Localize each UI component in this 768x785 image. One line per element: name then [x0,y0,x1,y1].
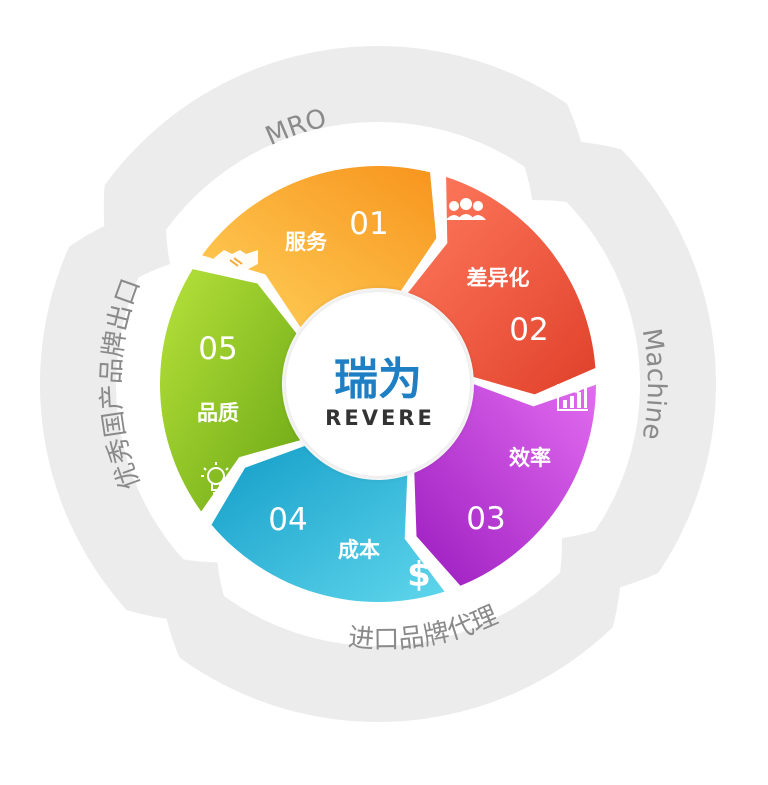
center-logo-circle [286,292,470,476]
segment-02-differentiation [408,176,596,395]
lightbulb-icon [201,462,231,494]
segment-03-number: 03 [466,501,505,537]
segment-01-number: 01 [349,206,388,242]
segment-02-label: 差异化 [467,266,530,290]
segment-03-label: 效率 [509,446,551,470]
segment-05-number: 05 [198,331,237,367]
bar-chart-icon [557,383,588,411]
segment-04-number: 04 [268,502,307,538]
outer-label-right: Machine [636,326,671,442]
segment-04-label: 成本 [338,538,380,562]
segment-02-number: 02 [509,312,548,348]
brand-name-english: REVERE [325,406,435,430]
segment-04-cost [211,446,445,603]
segment-01-label: 服务 [285,230,328,254]
brand-name-chinese: 瑞为 [334,354,422,405]
handshake-icon [214,250,258,274]
segment-05-quality [159,269,301,512]
segment-05-label: 品质 [197,401,239,425]
dollar-icon: $ [407,555,431,595]
users-icon [446,198,486,220]
